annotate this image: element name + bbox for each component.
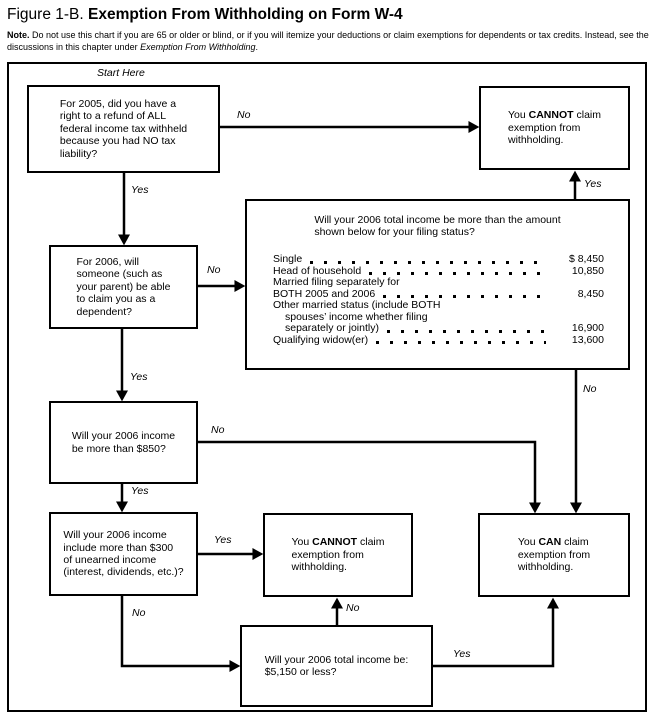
label-incometable-no: No — [583, 383, 597, 395]
note-suffix: . — [255, 41, 259, 52]
cannot-center-post: claim exemption from withholding. — [291, 536, 385, 574]
note-label: Note. — [7, 30, 30, 40]
label-dependent-yes: Yes — [130, 371, 148, 383]
income-table-row: Qualifying widow(er) 13,600 — [273, 333, 604, 347]
label-unearned-no: No — [132, 607, 146, 619]
cannot-top-pre: You — [508, 109, 529, 122]
note-italic-reference: Exemption From Withholding — [140, 41, 256, 52]
filing-status-label: Qualifying widow(er) — [273, 333, 369, 346]
dot-leader — [376, 341, 546, 345]
can-pre: You — [517, 536, 539, 549]
box-unearned-300: Will your 2006 income include more than … — [49, 512, 198, 596]
income-table-row: Married filing separately for — [273, 277, 604, 289]
label-5150-yes: Yes — [453, 648, 471, 660]
box-total-5150: Will your 2006 total income be: $5,150 o… — [240, 625, 433, 707]
dot-leader — [310, 260, 546, 264]
income-table-row: Other married status (include BOTH — [273, 300, 604, 312]
box-income-850-text: Will your 2006 income be more than $850? — [71, 430, 176, 455]
label-refund-no: No — [237, 109, 251, 121]
income-table-row: spouses’ income whether filing — [273, 310, 604, 324]
box-cannot-claim-top: You CANNOT claim exemption from withhold… — [479, 86, 630, 170]
filing-status-label: Head of household — [273, 264, 362, 277]
dot-leader — [386, 329, 546, 333]
box-unearned-300-text: Will your 2006 income include more than … — [63, 529, 184, 579]
filing-status-label: spouses’ income whether filing — [285, 310, 428, 323]
filing-status-amount: 16,900 — [571, 322, 604, 335]
label-unearned-yes: Yes — [214, 534, 232, 546]
label-850-no: No — [211, 424, 225, 436]
box-cannot-claim-top-text: You CANNOT claim exemption from withhold… — [508, 109, 601, 146]
can-post: claim exemption from withholding. — [517, 536, 591, 574]
box-can-claim: You CAN claim exemption from withholding… — [478, 513, 630, 597]
income-table-row: separately or jointly) 16,900 — [273, 323, 604, 335]
box-dependent-2006: For 2006, will someone (such as your par… — [49, 245, 198, 329]
box-can-claim-text: You CAN claim exemption from withholding… — [518, 536, 590, 573]
cannot-top-post: claim exemption from withholding. — [508, 109, 601, 147]
income-table-row: Head of household 10,850 — [273, 264, 604, 278]
filing-status-label: separately or jointly) — [285, 322, 379, 335]
label-incometable-yes: Yes — [584, 178, 602, 190]
filing-status-amount: $ 8,450 — [568, 253, 604, 266]
income-table-rows: Single $ 8,450 Head of household 10,850 … — [247, 254, 628, 346]
figure-number: Figure 1-B. — [7, 6, 84, 23]
label-refund-yes: Yes — [131, 184, 149, 196]
filing-status-label: Married filing separately for — [273, 276, 400, 289]
figure-note: Note. Do not use this chart if you are 6… — [7, 30, 649, 54]
cannot-center-pre: You — [291, 536, 313, 549]
label-850-yes: Yes — [131, 485, 149, 497]
can-bold: CAN — [538, 536, 562, 549]
filing-status-amount: 13,600 — [571, 333, 604, 346]
box-cannot-claim-center-text: You CANNOT claim exemption from withhold… — [292, 536, 385, 573]
figure-title-text: Exemption From Withholding on Form W-4 — [87, 6, 403, 23]
income-table-row: BOTH 2005 and 2006 8,450 — [273, 287, 604, 301]
filing-status-label: Single — [273, 253, 303, 266]
filing-status-label: BOTH 2005 and 2006 — [273, 287, 376, 300]
cannot-center-bold: CANNOT — [312, 536, 358, 549]
box-income-850: Will your 2006 income be more than $850? — [49, 401, 198, 484]
box-refund-2005-text: For 2005, did you have a right to a refu… — [59, 97, 188, 160]
income-table-heading: Will your 2006 total income be more than… — [314, 214, 561, 239]
cannot-top-bold: CANNOT — [528, 109, 574, 122]
figure-title: Figure 1-B. Exemption From Withholding o… — [7, 6, 403, 24]
income-table-row: Single $ 8,450 — [273, 254, 604, 266]
filing-status-amount: 10,850 — [571, 264, 604, 277]
box-income-table: Will your 2006 total income be more than… — [245, 199, 630, 370]
box-refund-2005: For 2005, did you have a right to a refu… — [27, 85, 220, 173]
label-dependent-no: No — [207, 264, 221, 276]
start-here-label: Start Here — [97, 67, 145, 79]
box-dependent-2006-text: For 2006, will someone (such as your par… — [76, 255, 171, 318]
box-cannot-claim-center: You CANNOT claim exemption from withhold… — [263, 513, 413, 597]
filing-status-label: Other married status (include BOTH — [273, 299, 441, 312]
filing-status-amount: 8,450 — [577, 287, 604, 300]
label-5150-no: No — [346, 602, 360, 614]
note-body: Do not use this chart if you are 65 or o… — [7, 30, 649, 52]
box-total-5150-text: Will your 2006 total income be: $5,150 o… — [264, 653, 409, 678]
dot-leader — [369, 272, 546, 276]
dot-leader — [383, 295, 546, 299]
